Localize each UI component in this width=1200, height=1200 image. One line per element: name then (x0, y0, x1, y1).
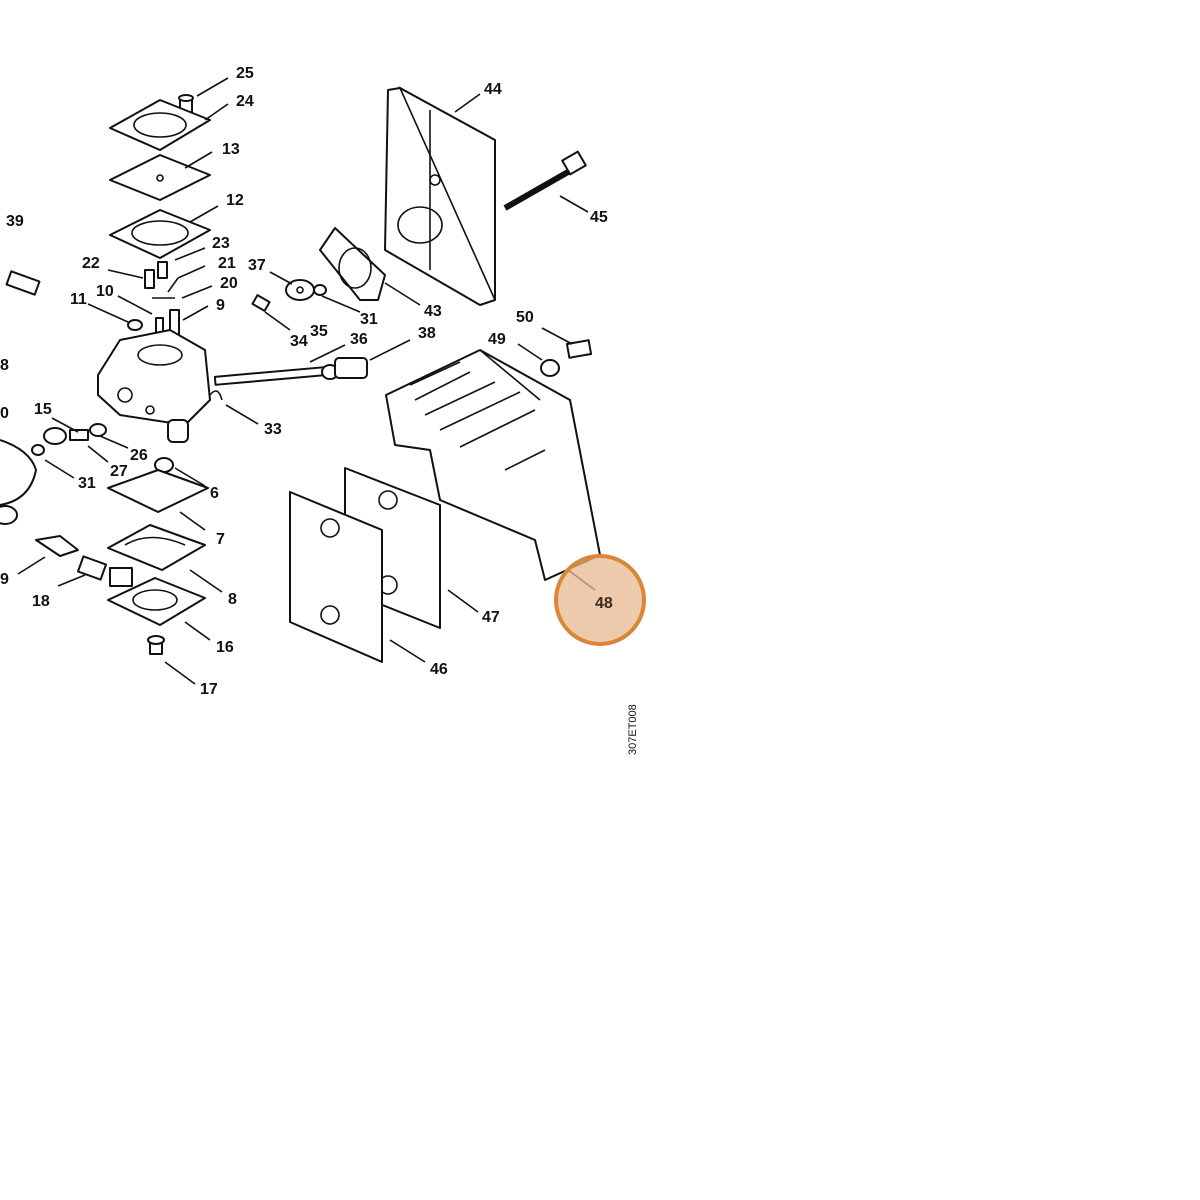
part-34-35-31-small-parts (251, 284, 327, 312)
part-13-diaphragm (109, 154, 211, 201)
label-7[interactable]: 7 (216, 531, 225, 548)
label-35[interactable]: 35 (310, 323, 328, 340)
label-16[interactable]: 16 (216, 639, 234, 656)
label-27[interactable]: 27 (110, 463, 128, 480)
label-20[interactable]: 20 (220, 275, 238, 292)
label-11[interactable]: 11 (70, 291, 87, 308)
label-19[interactable]: 9 (0, 571, 9, 588)
part-labels: 25 24 13 12 39 23 22 21 20 9 10 11 8 37 … (0, 65, 613, 698)
label-8b[interactable]: 8 (228, 591, 237, 608)
label-33[interactable]: 33 (264, 421, 282, 438)
label-37[interactable]: 37 (248, 257, 266, 274)
drawing-code: 307ET008 (627, 704, 639, 755)
part-18-19-needle-spring (35, 535, 133, 587)
left-cut-off-parts (0, 439, 37, 525)
label-50[interactable]: 50 (516, 309, 534, 326)
label-45[interactable]: 45 (590, 209, 608, 226)
label-48[interactable]: 48 (595, 595, 613, 612)
label-6[interactable]: 6 (210, 485, 219, 502)
part-12-gasket (109, 209, 211, 259)
part-15-26-27-spring-set (31, 423, 107, 456)
label-43[interactable]: 43 (424, 303, 442, 320)
part-50-screw (565, 339, 593, 359)
label-31b[interactable]: 31 (78, 475, 96, 492)
label-8a[interactable]: 8 (0, 357, 9, 374)
label-24[interactable]: 24 (236, 93, 254, 110)
part-49-washer (540, 359, 560, 377)
part-39-screw (5, 270, 41, 296)
label-46[interactable]: 46 (430, 661, 448, 678)
label-0[interactable]: 0 (0, 405, 9, 422)
label-23[interactable]: 23 (212, 235, 230, 252)
label-26[interactable]: 26 (130, 447, 148, 464)
label-25[interactable]: 25 (236, 65, 254, 82)
carburetor-body (97, 329, 211, 443)
part-16-end-cover (107, 577, 206, 626)
part-46-plate (289, 491, 383, 663)
part-22-23-pins (144, 261, 179, 299)
label-49[interactable]: 49 (488, 331, 506, 348)
label-18[interactable]: 18 (32, 593, 50, 610)
part-17-screw (147, 635, 165, 655)
label-12[interactable]: 12 (226, 192, 244, 209)
label-39[interactable]: 39 (6, 213, 24, 230)
label-44[interactable]: 44 (484, 81, 502, 98)
label-13[interactable]: 13 (222, 141, 240, 158)
label-31a[interactable]: 31 (360, 311, 378, 328)
part-43-gasket (319, 227, 386, 301)
part-7-gasket (107, 469, 209, 513)
label-21[interactable]: 21 (218, 255, 236, 272)
leader-lines (17, 77, 596, 685)
label-15[interactable]: 15 (34, 401, 52, 418)
label-36[interactable]: 36 (350, 331, 368, 348)
part-33-clip (209, 390, 223, 401)
part-48-shroud (385, 349, 601, 581)
part-24-cover-plate (109, 99, 211, 151)
label-38[interactable]: 38 (418, 325, 436, 342)
part-44-air-filter-housing (384, 86, 496, 306)
part-36-rod (213, 364, 339, 386)
part-8-pump-diaphragm (107, 524, 206, 571)
label-17[interactable]: 17 (200, 681, 218, 698)
label-10[interactable]: 10 (96, 283, 114, 300)
label-9[interactable]: 9 (216, 297, 225, 314)
part-45-bolt (503, 150, 587, 211)
label-47[interactable]: 47 (482, 609, 500, 626)
label-34[interactable]: 34 (290, 333, 308, 350)
highlight-circle[interactable] (554, 554, 646, 646)
label-22[interactable]: 22 (82, 255, 100, 272)
part-38-sleeve (334, 357, 368, 379)
